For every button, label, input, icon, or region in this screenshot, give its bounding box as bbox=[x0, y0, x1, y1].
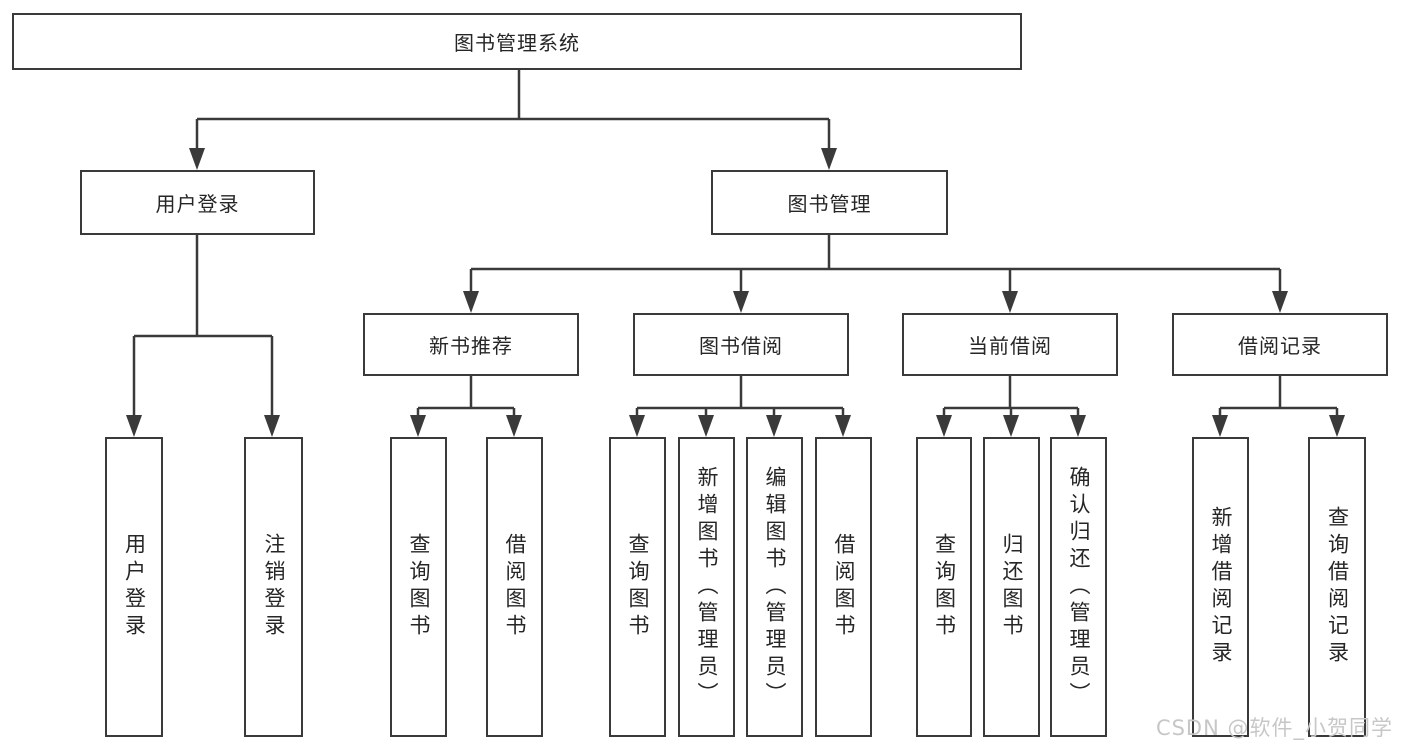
node-root-label: 图书管理系统 bbox=[454, 31, 580, 55]
node-new-book-recommend-label: 新书推荐 bbox=[429, 334, 513, 358]
leaf-current-query-book-label: 查询图书 bbox=[932, 533, 957, 641]
leaf-user-login: 用户登录 bbox=[105, 437, 163, 737]
csdn-watermark: CSDN @软件_小贺同学 bbox=[1155, 716, 1393, 740]
leaf-logout-label: 注销登录 bbox=[262, 533, 286, 641]
leaf-borrow-query-book-label: 查询图书 bbox=[626, 533, 650, 641]
node-user-login: 用户登录 bbox=[80, 170, 315, 235]
connector-segments bbox=[132, 70, 1339, 417]
node-book-management-label: 图书管理 bbox=[787, 192, 872, 216]
leaf-recommend-borrow-book-label: 借阅图书 bbox=[503, 533, 527, 641]
node-borrow-record: 借阅记录 bbox=[1172, 313, 1388, 376]
node-book-borrow-label: 图书借阅 bbox=[699, 334, 783, 358]
leaf-add-borrow-record-label: 新增借阅记录 bbox=[1209, 506, 1233, 668]
leaf-add-book-admin: 新增图书（管理员） bbox=[678, 437, 735, 737]
leaf-return-book: 归还图书 bbox=[983, 437, 1040, 737]
leaf-current-query-book: 查询图书 bbox=[916, 437, 972, 737]
leaf-recommend-borrow-book: 借阅图书 bbox=[486, 437, 543, 737]
leaf-query-borrow-record-label: 查询借阅记录 bbox=[1325, 506, 1350, 668]
leaf-logout: 注销登录 bbox=[244, 437, 303, 737]
leaf-confirm-return-admin: 确认归还（管理员） bbox=[1050, 437, 1107, 737]
node-borrow-record-label: 借阅记录 bbox=[1238, 334, 1322, 358]
node-current-borrow: 当前借阅 bbox=[902, 313, 1118, 376]
leaf-add-book-admin-label: 新增图书（管理员） bbox=[695, 465, 719, 709]
leaf-borrow-query-book: 查询图书 bbox=[609, 437, 666, 737]
leaf-recommend-query-book: 查询图书 bbox=[390, 437, 447, 737]
node-book-management: 图书管理 bbox=[711, 170, 948, 235]
leaf-query-borrow-record: 查询借阅记录 bbox=[1308, 437, 1366, 737]
leaf-edit-book-admin: 编辑图书（管理员） bbox=[746, 437, 803, 737]
leaf-edit-book-admin-label: 编辑图书（管理员） bbox=[763, 465, 787, 709]
leaf-return-book-label: 归还图书 bbox=[1000, 533, 1024, 641]
node-new-book-recommend: 新书推荐 bbox=[363, 313, 579, 376]
leaf-borrow-borrow-book-label: 借阅图书 bbox=[832, 533, 856, 641]
leaf-user-login-label: 用户登录 bbox=[122, 533, 147, 641]
arrowheads bbox=[126, 148, 1345, 437]
node-user-login-label: 用户登录 bbox=[155, 192, 240, 216]
node-root: 图书管理系统 bbox=[12, 13, 1022, 70]
leaf-confirm-return-admin-label: 确认归还（管理员） bbox=[1067, 465, 1091, 709]
leaf-add-borrow-record: 新增借阅记录 bbox=[1192, 437, 1249, 737]
leaf-borrow-borrow-book: 借阅图书 bbox=[815, 437, 872, 737]
node-current-borrow-label: 当前借阅 bbox=[968, 334, 1052, 358]
node-book-borrow: 图书借阅 bbox=[633, 313, 849, 376]
leaf-recommend-query-book-label: 查询图书 bbox=[407, 533, 431, 641]
